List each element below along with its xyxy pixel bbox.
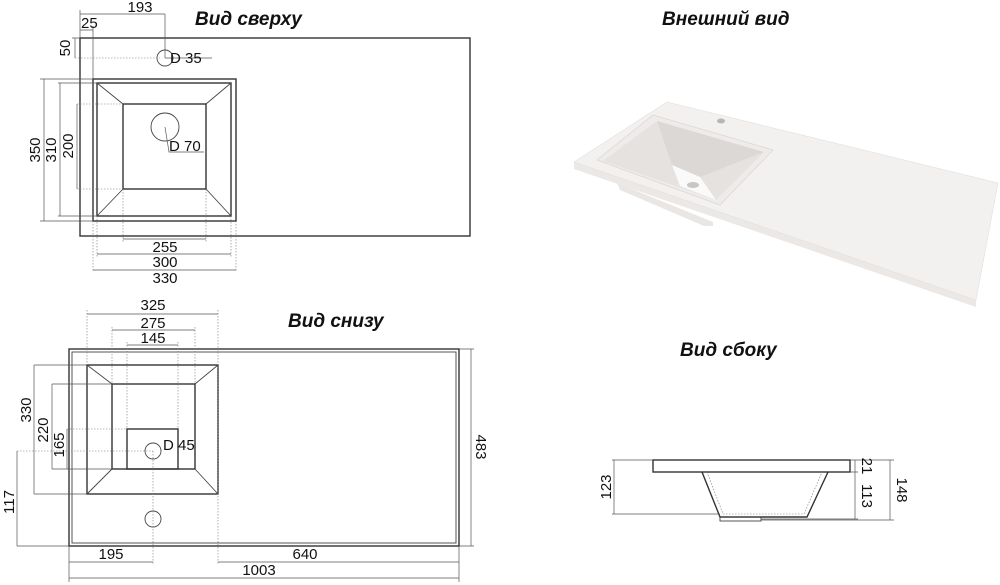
drain-icon <box>687 182 699 188</box>
dim-220: 220 <box>35 417 52 442</box>
basin-outer <box>86 364 219 495</box>
dim-165: 165 <box>51 432 68 457</box>
dim-lines-left <box>16 364 112 547</box>
countertop-outline <box>79 37 471 237</box>
sink-slopes <box>96 82 232 217</box>
dim-line-50 <box>72 37 80 58</box>
basin-back-wall <box>657 121 764 177</box>
drain-hole <box>150 112 180 142</box>
basin-bottom <box>111 383 196 470</box>
dim-275: 275 <box>140 315 165 332</box>
dim-lines-bottom <box>68 546 460 582</box>
ext-line <box>17 428 153 452</box>
dim-193: 193 <box>127 0 152 16</box>
dim-25: 25 <box>81 15 98 32</box>
dim-lines-top <box>87 313 218 346</box>
basin-slopes <box>86 364 219 495</box>
basin-profile <box>701 471 829 518</box>
dim-255: 255 <box>152 239 177 256</box>
dim-640: 640 <box>292 546 317 563</box>
countertop-outline <box>68 348 460 547</box>
basin-inner <box>706 471 823 515</box>
dim-lines-top <box>79 10 166 79</box>
dim-200: 200 <box>60 133 77 158</box>
countertop-profile <box>652 459 851 473</box>
dim-50: 50 <box>57 40 74 57</box>
dim-325: 325 <box>140 297 165 314</box>
dim-line-350 <box>40 78 93 222</box>
dim-lines-bottom <box>93 238 236 271</box>
faucet-hole <box>144 510 162 528</box>
faucet-hole-icon <box>717 118 725 124</box>
top-view: Вид сверху D 35 D 70 193 25 50 350 310 2… <box>27 0 471 287</box>
dim-117: 117 <box>1 490 18 514</box>
sink-outer-edge <box>92 78 237 222</box>
dim-123: 123 <box>598 474 615 499</box>
countertop-front-edge <box>574 162 976 307</box>
drain-pad <box>126 428 179 470</box>
sink-rim <box>96 82 232 217</box>
dim-113: 113 <box>858 484 875 508</box>
external-view-title: Внешний вид <box>662 9 790 30</box>
drain-hole <box>144 442 162 460</box>
dim-21: 21 <box>858 458 875 475</box>
external-view: Внешний вид <box>573 9 999 307</box>
ext-line <box>86 310 219 565</box>
sink-bottom <box>122 103 207 190</box>
dim-d35: D 35 <box>170 50 202 67</box>
ext-line <box>77 103 123 190</box>
side-view: Вид сбоку 123 21 113 148 <box>598 340 910 522</box>
leaders <box>164 57 212 153</box>
dim-line-310 <box>58 82 97 217</box>
top-view-title: Вид сверху <box>195 9 303 30</box>
dim-d70: D 70 <box>169 138 201 155</box>
dim-195: 195 <box>98 546 123 563</box>
dim-350: 350 <box>27 137 44 162</box>
dim-d45: D 45 <box>163 437 195 454</box>
dim-330: 330 <box>18 397 35 422</box>
dim-148: 148 <box>893 477 910 502</box>
side-view-title: Вид сбоку <box>680 340 778 361</box>
bottom-view: Вид снизу D 45 325 275 145 330 220 165 1… <box>1 297 489 582</box>
dim-line-123 <box>612 459 720 515</box>
bottom-view-title: Вид снизу <box>288 311 385 332</box>
dim-310: 310 <box>43 137 60 162</box>
dim-145: 145 <box>140 330 165 347</box>
dim-483: 483 <box>472 434 489 459</box>
dim-line-483 <box>459 348 474 547</box>
dim-lines-right <box>761 459 894 521</box>
dim-300: 300 <box>152 254 177 271</box>
countertop-inner-edge <box>71 351 457 544</box>
dim-1003: 1003 <box>242 562 275 579</box>
basin-underside <box>617 183 713 226</box>
dim-330: 330 <box>152 270 177 287</box>
